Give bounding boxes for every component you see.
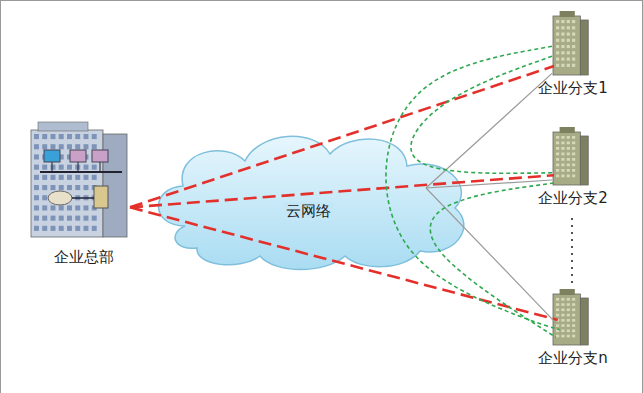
branch-label: 企业分支2 <box>520 189 626 207</box>
branch-link-dotted <box>411 56 552 173</box>
hq-link-dashed <box>130 66 554 207</box>
branch-building: 企业分支n <box>520 288 626 367</box>
ellipsis-dots <box>571 218 573 288</box>
network-figure <box>40 150 122 208</box>
branch-link-dotted <box>386 46 560 329</box>
branch-building: 企业分支2 <box>520 126 626 207</box>
hq-label: 企业总部 <box>22 248 146 266</box>
access-line <box>426 188 556 323</box>
branch-building: 企业分支1 <box>520 10 626 97</box>
branch-building-icon <box>552 288 590 346</box>
branch-link-dotted <box>430 183 556 337</box>
hq-building-icon <box>30 120 130 238</box>
branch-building-icon <box>552 126 590 186</box>
cloud-label: 云网络 <box>283 202 334 220</box>
branch-label: 企业分支n <box>520 349 626 367</box>
hq-link-dashed <box>130 207 558 320</box>
hq-link-dashed <box>130 175 554 207</box>
headquarters-building: 企业总部 <box>22 120 146 266</box>
access-line <box>426 73 552 188</box>
branch-building-icon <box>552 10 590 76</box>
branch-label: 企业分支1 <box>520 79 626 97</box>
access-line <box>426 180 552 188</box>
